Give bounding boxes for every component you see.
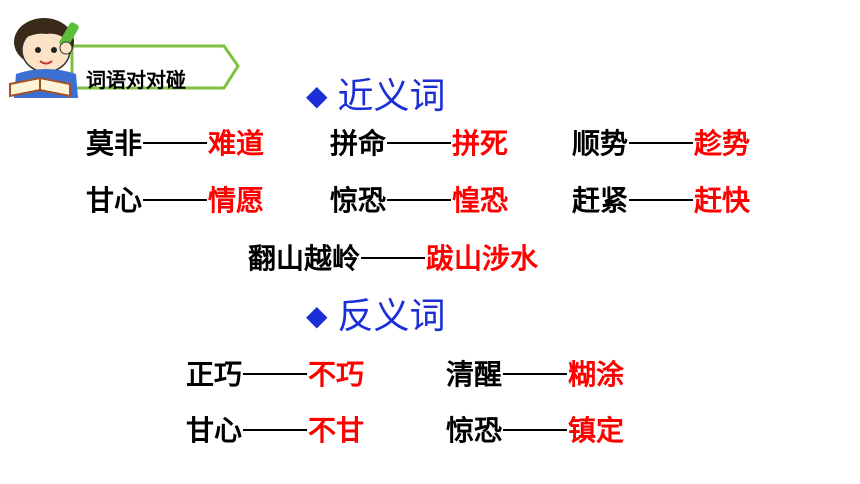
pair-answer: 镇定: [568, 414, 625, 447]
diamond-bullet-icon: ◆: [306, 299, 328, 332]
antonym-pair: 甘心 不甘: [186, 414, 364, 448]
dash-separator: [361, 257, 426, 259]
pair-word: 正巧: [186, 358, 243, 391]
dash-separator: [503, 429, 568, 431]
pair-word: 翻山越岭: [248, 242, 361, 275]
pair-word: 莫非: [86, 127, 143, 160]
pair-answer: 情愿: [208, 184, 265, 217]
synonym-pair: 甘心 情愿: [86, 184, 264, 218]
synonyms-title: 近义词: [337, 76, 446, 117]
dash-separator: [143, 142, 208, 144]
pair-answer: 不巧: [308, 358, 365, 391]
synonym-pair: 莫非 难道: [86, 127, 264, 161]
boy-reading-icon: [9, 18, 240, 98]
dash-separator: [387, 199, 452, 201]
synonym-pair: 赶紧 赶快: [572, 184, 750, 218]
antonyms-heading: ◆ 反义词: [306, 296, 446, 337]
pair-word: 惊恐: [330, 184, 387, 217]
synonyms-heading: ◆ 近义词: [306, 76, 446, 117]
synonym-pair: 拼命 拼死: [330, 127, 508, 161]
pair-answer: 难道: [208, 127, 265, 160]
pair-word: 惊恐: [446, 414, 503, 447]
pair-answer: 跋山涉水: [426, 242, 539, 275]
antonym-pair: 正巧 不巧: [186, 358, 364, 392]
pair-word: 赶紧: [572, 184, 629, 217]
section-badge: 词语对对碰: [6, 14, 246, 98]
pair-answer: 糊涂: [568, 358, 625, 391]
pair-word: 甘心: [86, 184, 143, 217]
badge-label: 词语对对碰: [86, 68, 186, 92]
dash-separator: [387, 142, 452, 144]
dash-separator: [243, 429, 308, 431]
synonym-pair: 翻山越岭 跋山涉水: [248, 242, 538, 276]
synonym-pair: 顺势 趁势: [572, 127, 750, 161]
pair-answer: 惶恐: [452, 184, 509, 217]
pair-answer: 趁势: [694, 127, 751, 160]
pair-word: 拼命: [330, 127, 387, 160]
pair-answer: 拼死: [452, 127, 509, 160]
pair-answer: 赶快: [694, 184, 751, 217]
dash-separator: [143, 199, 208, 201]
synonym-pair: 惊恐 惶恐: [330, 184, 508, 218]
pair-answer: 不甘: [308, 414, 365, 447]
antonyms-title: 反义词: [337, 296, 446, 337]
dash-separator: [503, 373, 568, 375]
dash-separator: [629, 142, 694, 144]
pair-word: 甘心: [186, 414, 243, 447]
pair-word: 清醒: [446, 358, 503, 391]
antonym-pair: 清醒 糊涂: [446, 358, 624, 392]
pair-word: 顺势: [572, 127, 629, 160]
diamond-bullet-icon: ◆: [306, 79, 328, 112]
dash-separator: [243, 373, 308, 375]
dash-separator: [629, 199, 694, 201]
antonym-pair: 惊恐 镇定: [446, 414, 624, 448]
